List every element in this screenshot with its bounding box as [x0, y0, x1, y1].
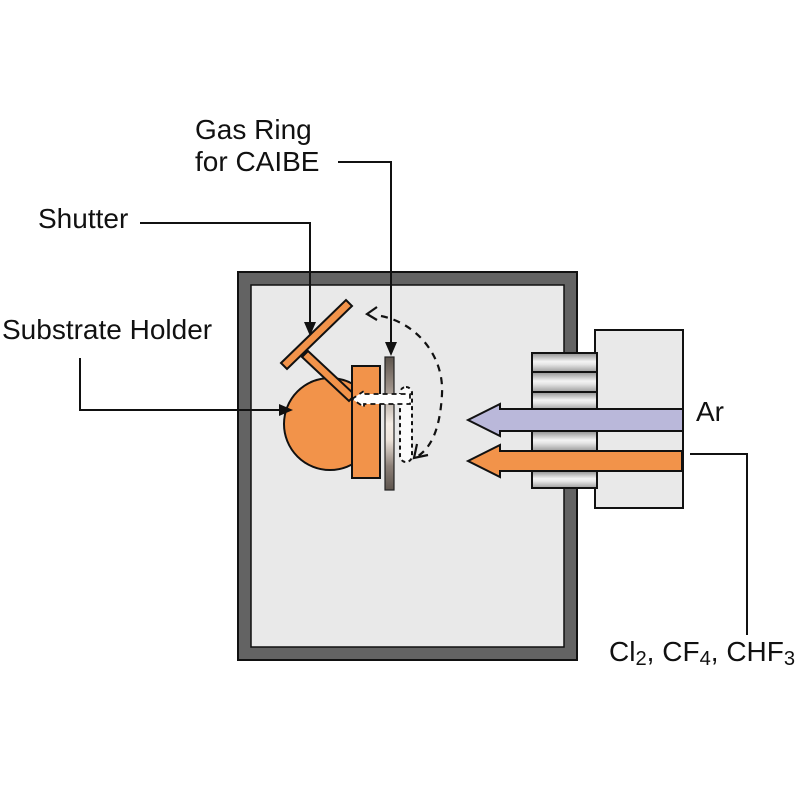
etch-gases-text: , CF	[646, 636, 700, 667]
sample-dashed-outline	[399, 386, 413, 463]
grid-cylinder	[531, 371, 598, 393]
gas-ring-leader-arrowhead-icon	[385, 342, 397, 356]
shutter-leader-line	[140, 222, 311, 322]
arc-arrowhead-top-icon	[364, 306, 378, 321]
shutter-label: Shutter	[38, 203, 129, 234]
rotation-dashed-arc	[380, 314, 444, 459]
etch-gases-label: Cl2, CF4, CHF3	[609, 636, 795, 671]
gas-ring-bar	[384, 356, 395, 491]
substrate-holder-body	[351, 365, 381, 479]
argon-label: Ar	[696, 396, 724, 427]
gas-ring-label-line1: Gas Ring	[195, 114, 312, 145]
etch-gases-subscript: 2	[635, 648, 647, 671]
grid-cylinder	[531, 391, 598, 411]
etch-gases-text: Cl	[609, 636, 636, 667]
shutter-leader-arrowhead-icon	[304, 322, 316, 336]
substrate-holder-leader-arrowhead-icon	[279, 404, 293, 416]
grid-cylinder	[531, 430, 598, 452]
arc-arrowhead-bottom-icon	[412, 443, 429, 460]
ion-beam-dashed-arrow	[350, 389, 411, 409]
etch-gas-arrow	[465, 443, 683, 479]
etch-gases-subscript: 4	[699, 648, 711, 671]
substrate-holder-leader-line	[79, 358, 280, 411]
argon-arrow	[465, 402, 684, 438]
etch-gases-text: , CHF	[710, 636, 784, 667]
shutter-blade	[279, 298, 354, 371]
gas-ring-leader-line	[338, 161, 392, 343]
grid-cylinder	[531, 470, 598, 489]
substrate-holder-label: Substrate Holder	[2, 314, 213, 345]
etch-gases-subscript: 3	[783, 648, 796, 671]
grid-cylinder	[531, 352, 598, 373]
gas-ring-label: Gas Ring for CAIBE	[195, 114, 319, 178]
etch-gas-feed-line	[690, 453, 748, 635]
gas-ring-label-line2: for CAIBE	[195, 146, 320, 177]
